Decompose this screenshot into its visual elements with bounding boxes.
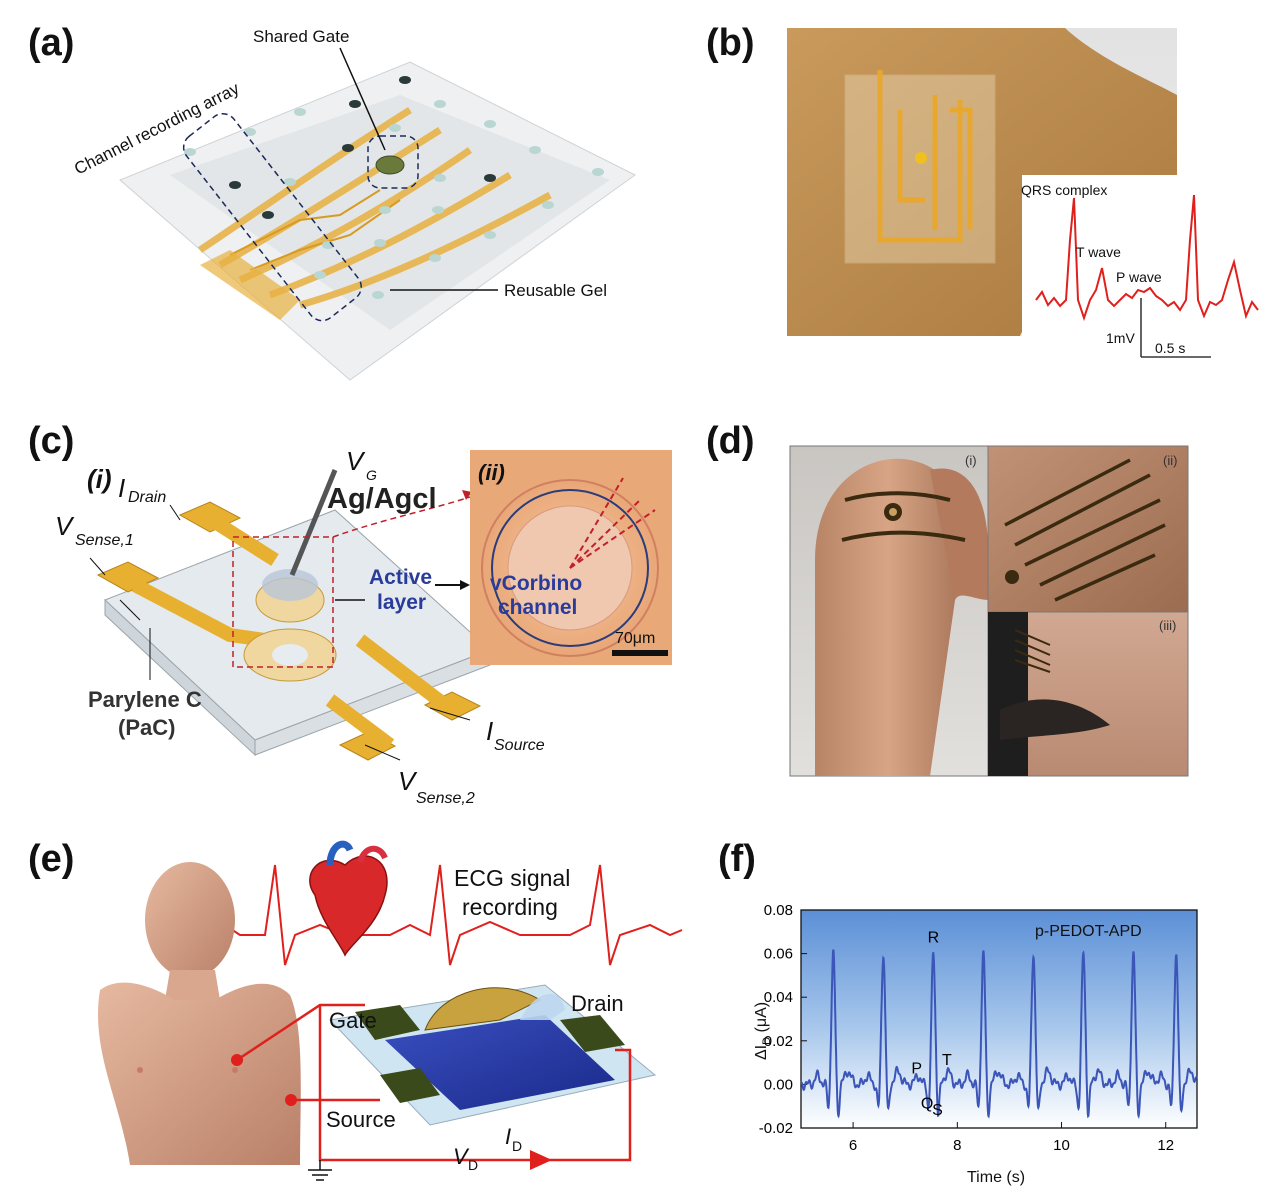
annotation-s: S xyxy=(932,1102,943,1119)
y-tick-label: 0.00 xyxy=(764,1076,793,1093)
label-i-source: I xyxy=(486,716,493,746)
label-t-wave: T wave xyxy=(1076,244,1121,260)
label-id-sub: D xyxy=(512,1138,522,1154)
c-labels: (i) I Drain V G Ag/Agcl V Sense,1 Active… xyxy=(55,446,655,807)
y-tick-label: 0.04 xyxy=(764,989,793,1006)
label-d-iii: (iii) xyxy=(1159,618,1176,633)
label-vg: V xyxy=(346,446,366,476)
label-ecg-2: recording xyxy=(462,894,558,920)
label-v-sense2: V xyxy=(398,766,418,796)
label-gate: Gate xyxy=(329,1008,377,1033)
y-tick-label: 0.06 xyxy=(764,946,793,963)
ecg-trace-b xyxy=(1035,194,1259,322)
panel-c-letter: (c) xyxy=(28,420,75,462)
x-tick-label: 8 xyxy=(953,1137,961,1154)
annotation-r: R xyxy=(928,930,940,947)
label-active: Active xyxy=(369,566,432,589)
label-v-sense2-sub: Sense,2 xyxy=(416,790,475,807)
series-line-p-pedot-apd xyxy=(800,949,1198,1119)
label-vg-sub: G xyxy=(366,467,377,483)
panel-b-illustration: QRS complex T wave P wave 1mV 0.5 s xyxy=(787,28,1262,358)
panel-d-letter: (d) xyxy=(706,420,755,462)
label-c-i: (i) xyxy=(87,464,112,494)
legend-label: p-PEDOT-APD xyxy=(1035,923,1142,940)
y-tick-label: 0.02 xyxy=(764,1033,793,1050)
y-axis-label: ΔID (μA) xyxy=(753,1002,773,1060)
label-id: I xyxy=(505,1124,511,1149)
annotation-t: T xyxy=(942,1052,952,1069)
label-scale-70um: 70μm xyxy=(615,630,655,647)
label-pac: (PaC) xyxy=(118,715,175,740)
label-1mv: 1mV xyxy=(1106,330,1135,346)
label-vcorbino: vCorbino xyxy=(490,572,582,595)
label-p-wave: P wave xyxy=(1116,269,1162,285)
x-tick-label: 10 xyxy=(1053,1137,1070,1154)
x-tick-label: 6 xyxy=(849,1137,857,1154)
label-0-5s: 0.5 s xyxy=(1155,340,1185,356)
panel-e-illustration: ECG signal recording Gate Drain Source I… xyxy=(97,840,683,1181)
label-v-sense1-sub: Sense,1 xyxy=(75,532,134,549)
panel-b-letter: (b) xyxy=(706,22,755,64)
label-layer: layer xyxy=(377,591,426,614)
label-i-drain: I xyxy=(118,473,125,503)
annotation-p: P xyxy=(911,1061,922,1078)
label-ecg-1: ECG signal xyxy=(454,865,570,891)
label-v-sense1: V xyxy=(55,511,75,541)
y-tick-label: 0.08 xyxy=(764,902,793,919)
x-axis-label: Time (s) xyxy=(967,1169,1025,1186)
panel-d-photos: (i) (ii) (iii) xyxy=(789,445,1189,777)
x-tick-label: 12 xyxy=(1157,1137,1174,1154)
gel-dots xyxy=(184,76,604,299)
label-shared-gate: Shared Gate xyxy=(253,27,349,46)
y-tick-label: -0.02 xyxy=(759,1120,793,1137)
label-c-ii: (ii) xyxy=(478,460,505,485)
label-d-ii: (ii) xyxy=(1163,453,1177,468)
label-drain: Drain xyxy=(571,991,624,1016)
label-vd: V xyxy=(453,1144,470,1169)
label-reusable-gel: Reusable Gel xyxy=(504,281,607,300)
panel-c-illustration: (i) I Drain V G Ag/Agcl V Sense,1 Active… xyxy=(55,446,672,807)
label-parylene: Parylene C xyxy=(88,687,202,712)
label-d-i: (i) xyxy=(965,453,977,468)
label-i-source-sub: Source xyxy=(494,737,545,754)
label-vd-sub: D xyxy=(468,1157,478,1173)
panel-e-letter: (e) xyxy=(28,838,75,880)
label-ag-agcl: Ag/Agcl xyxy=(327,483,437,515)
ecg-trace-e xyxy=(150,864,683,966)
panel-a-letter: (a) xyxy=(28,22,75,64)
annotation-q: Q xyxy=(921,1095,933,1112)
label-qrs: QRS complex xyxy=(1021,182,1107,198)
label-channel: channel xyxy=(498,596,577,619)
panel-a-illustration: Shared Gate Channel recording array Reus… xyxy=(71,27,636,381)
label-i-drain-sub: Drain xyxy=(128,489,166,506)
panel-f-letter: (f) xyxy=(718,838,756,880)
label-source: Source xyxy=(326,1107,396,1132)
